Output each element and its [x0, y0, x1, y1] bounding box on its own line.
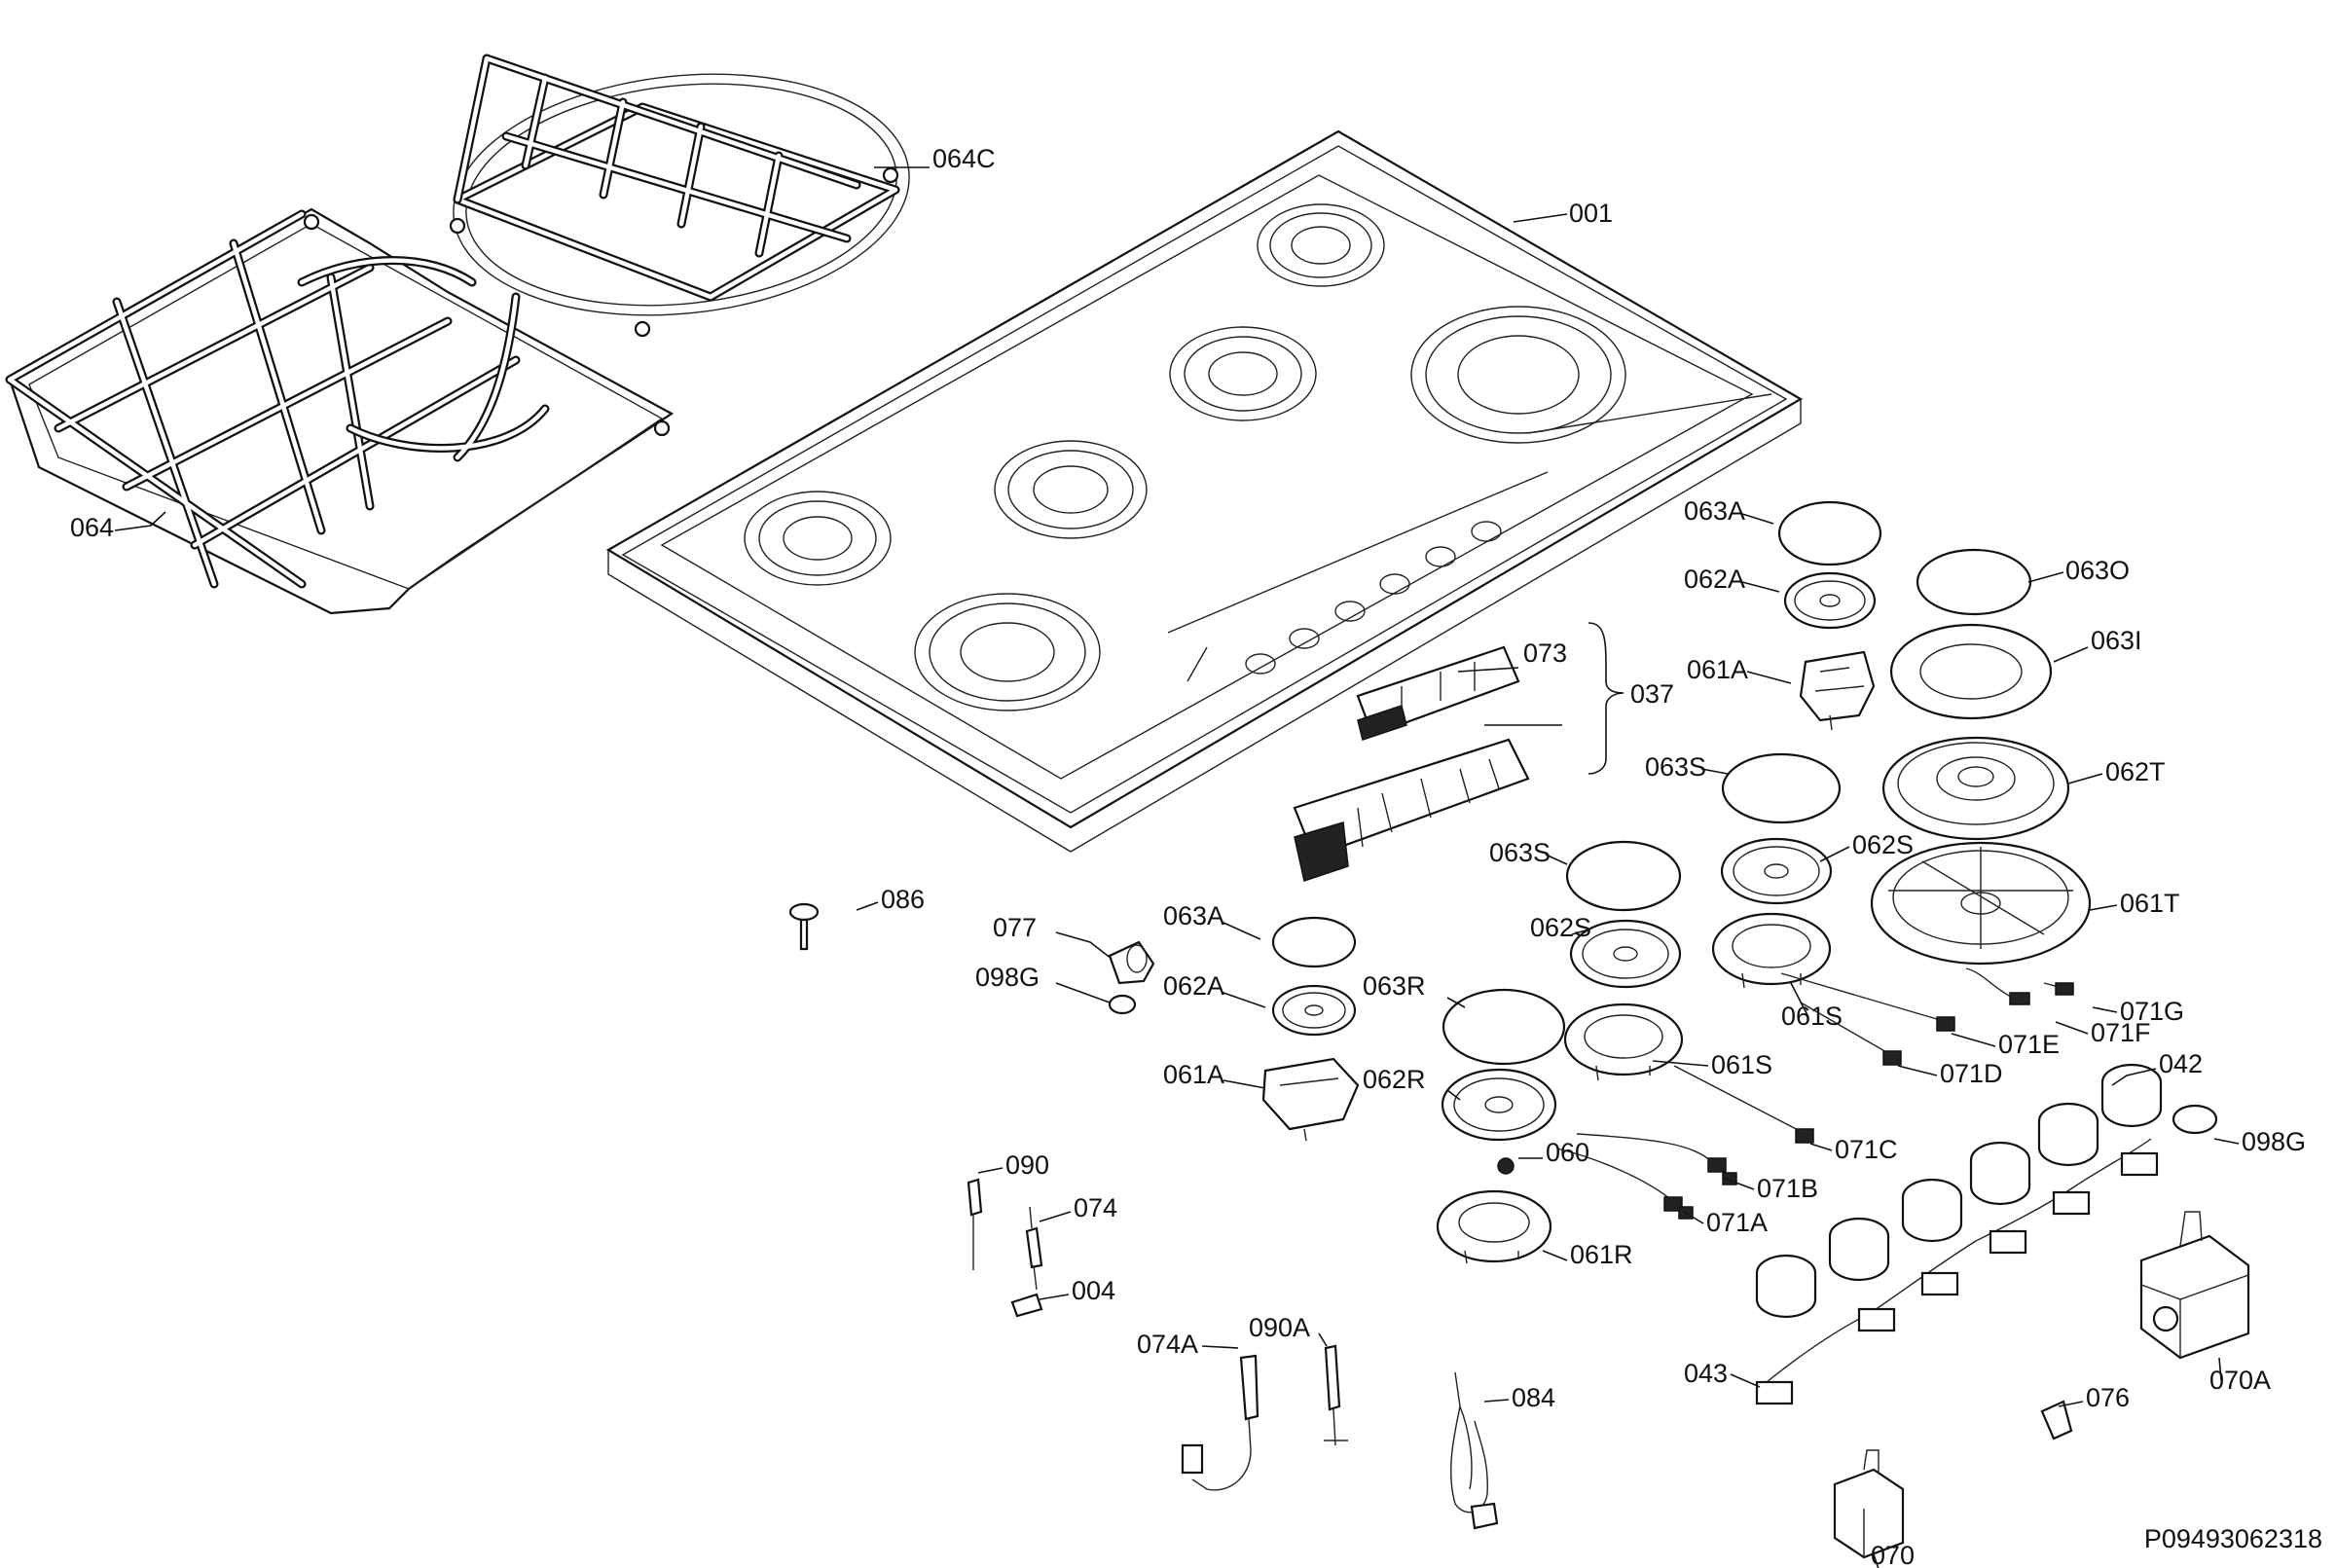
cap-063s-right[interactable] — [1721, 752, 1842, 824]
label-062s-right: 062S — [1852, 830, 1914, 859]
electrode-074a[interactable] — [1181, 1354, 1259, 1491]
label-063s-middle: 063S — [1489, 838, 1551, 867]
label-061s-middle: 061S — [1711, 1050, 1772, 1079]
cap-063a-right[interactable] — [1777, 500, 1882, 566]
label-071g: 071G — [2120, 997, 2184, 1026]
label-042: 042 — [2159, 1049, 2203, 1078]
crown-062r[interactable] — [1441, 1068, 1557, 1142]
label-063a-right: 063A — [1684, 496, 1745, 526]
label-086: 086 — [881, 885, 925, 914]
clip-004[interactable] — [1010, 1293, 1043, 1318]
crown-062s-right[interactable] — [1720, 837, 1833, 905]
label-071f: 071F — [2091, 1018, 2151, 1047]
valve-070[interactable] — [1833, 1449, 1905, 1559]
burner-061a-right[interactable] — [1799, 650, 1876, 731]
label-098g-right: 098G — [2242, 1127, 2306, 1156]
label-062a-right: 062A — [1684, 565, 1745, 594]
label-098g-left: 098G — [975, 963, 1040, 992]
ring-098g-left[interactable] — [1108, 994, 1137, 1015]
label-071e: 071E — [1998, 1030, 2060, 1059]
label-063i: 063I — [2091, 626, 2142, 655]
label-060: 060 — [1546, 1138, 1589, 1167]
label-074: 074 — [1074, 1193, 1117, 1222]
cap-063o[interactable] — [1916, 548, 2032, 616]
label-061a-right: 061A — [1687, 655, 1748, 684]
label-063s-right: 063S — [1645, 752, 1706, 782]
label-063o: 063O — [2065, 556, 2130, 585]
pin-086[interactable] — [788, 902, 820, 951]
label-061a-left: 061A — [1163, 1060, 1224, 1089]
label-084: 084 — [1512, 1383, 1555, 1412]
burner-061s-right[interactable] — [1711, 912, 1832, 989]
electrode-074[interactable] — [1025, 1206, 1043, 1291]
ignition-generator-037-assembly[interactable] — [1293, 738, 1530, 882]
gas-tubes-071[interactable] — [1556, 967, 2074, 1220]
label-004: 004 — [1072, 1276, 1115, 1305]
pan-support-064c[interactable] — [442, 53, 922, 338]
label-071a: 071A — [1706, 1208, 1768, 1237]
label-061t: 061T — [2120, 889, 2180, 918]
label-062t: 062T — [2105, 757, 2166, 786]
label-090a: 090A — [1249, 1313, 1310, 1342]
label-064: 064 — [70, 513, 114, 542]
part-labels: 064C 001 064 073 037 063A 062A 061A 063O… — [70, 144, 2322, 1568]
pan-support-064[interactable] — [5, 207, 675, 615]
crown-062a-right[interactable] — [1783, 571, 1877, 630]
ring-098g-right[interactable] — [2172, 1104, 2218, 1135]
label-037: 037 — [1630, 679, 1674, 709]
burner-061t[interactable] — [1870, 841, 2092, 966]
label-070: 070 — [1871, 1541, 1915, 1568]
label-061s-right: 061S — [1781, 1002, 1843, 1031]
label-071c: 071C — [1835, 1135, 1898, 1164]
cap-063s-middle[interactable] — [1565, 840, 1682, 912]
drawing-code: P09493062318 — [2144, 1524, 2322, 1553]
ring-063i[interactable] — [1889, 623, 2053, 720]
label-070a: 070A — [2209, 1366, 2271, 1395]
label-090: 090 — [1005, 1150, 1049, 1180]
mains-cable-084[interactable] — [1450, 1371, 1499, 1530]
label-076: 076 — [2086, 1383, 2130, 1412]
label-063a-left: 063A — [1163, 901, 1224, 930]
cap-063a-left[interactable] — [1271, 916, 1357, 968]
burner-061a-left[interactable] — [1261, 1057, 1360, 1142]
label-062s-middle: 062S — [1530, 913, 1591, 942]
label-062r: 062R — [1363, 1065, 1426, 1094]
crown-062t[interactable] — [1881, 736, 2070, 841]
label-064c: 064C — [932, 144, 996, 173]
burner-061s-middle[interactable] — [1563, 1003, 1684, 1081]
label-073: 073 — [1523, 638, 1567, 668]
screw-060[interactable] — [1497, 1157, 1515, 1175]
hob-top-001[interactable] — [605, 129, 1804, 853]
knobs-042[interactable] — [1755, 1063, 2163, 1319]
thermocouple-090[interactable] — [967, 1178, 983, 1270]
burner-061r[interactable] — [1436, 1189, 1552, 1264]
label-062a-left: 062A — [1163, 971, 1224, 1001]
label-077: 077 — [993, 913, 1037, 942]
crown-062a-left[interactable] — [1271, 984, 1357, 1037]
microswitch-harness-043[interactable] — [1755, 1138, 2159, 1405]
label-071b: 071B — [1757, 1174, 1818, 1203]
label-071d: 071D — [1940, 1059, 2003, 1088]
ignition-generator-073[interactable] — [1356, 645, 1520, 741]
label-074a: 074A — [1137, 1330, 1198, 1359]
clip-076[interactable] — [2040, 1400, 2073, 1440]
elbow-077[interactable] — [1108, 940, 1155, 985]
valve-070a[interactable] — [2139, 1211, 2250, 1360]
crown-062s-middle[interactable] — [1569, 919, 1682, 989]
thermocouple-090a[interactable] — [1324, 1344, 1348, 1446]
label-063r: 063R — [1363, 971, 1426, 1001]
label-043: 043 — [1684, 1359, 1728, 1388]
label-001: 001 — [1569, 199, 1613, 228]
label-061r: 061R — [1570, 1240, 1633, 1269]
cap-063r[interactable] — [1442, 988, 1566, 1066]
